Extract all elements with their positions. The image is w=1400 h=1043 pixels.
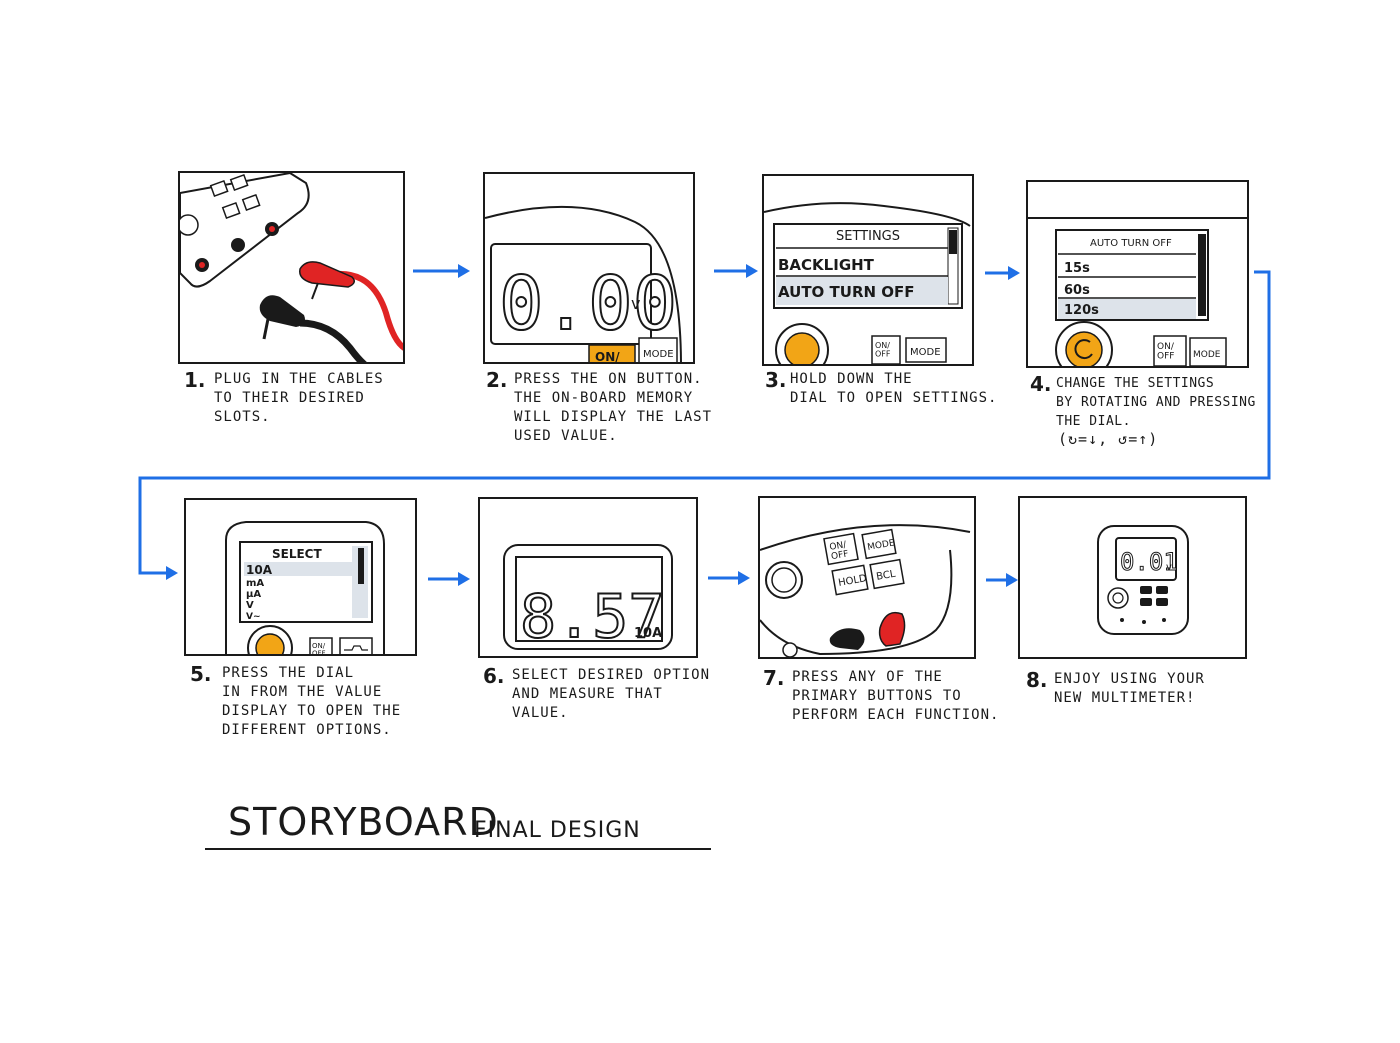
arrow-1-2 <box>413 264 470 278</box>
panel-8-drawing: 0.01 v <box>1097 525 1189 635</box>
waveform-icon <box>344 645 368 651</box>
option-60s[interactable]: 60s <box>1064 283 1090 298</box>
arrow-2-3 <box>714 264 758 278</box>
step-1-text: PLUG IN THE CABLES TO THEIR DESIRED SLOT… <box>214 371 384 425</box>
lcd-unit: v <box>631 294 640 313</box>
menu-item-backlight[interactable]: BACKLIGHT <box>778 256 875 274</box>
panel-4-drawing: AUTO TURN OFF 15s 60s 120s ON/OFF MODE <box>1028 217 1247 368</box>
step-4-number: 4. <box>1030 372 1052 396</box>
step-6-text: SELECT DESIRED OPTION AND MEASURE THAT V… <box>512 667 711 721</box>
on-off-label: ON/OFF <box>875 341 891 358</box>
step-7-number: 7. <box>763 666 785 690</box>
step-8-number: 8. <box>1026 668 1048 692</box>
red-probe <box>299 261 355 288</box>
panel-5-drawing: SELECT 10A mA µA V V~ ON/OFF <box>225 521 385 656</box>
lcd-unit: v <box>1166 562 1172 573</box>
panel-6: 8.57 10A <box>478 497 698 658</box>
on-off-button[interactable] <box>309 637 333 656</box>
port-icon <box>1120 618 1124 622</box>
scrollbar-thumb[interactable] <box>1198 234 1206 316</box>
panel-7: ON/OFF MODE HOLD BCL <box>758 496 976 659</box>
storyboard-title: STORYBOARD <box>228 800 499 844</box>
arrow-into-5 <box>166 566 178 580</box>
panel-2-drawing: 0.00 v ON/ MODE <box>485 205 682 364</box>
on-off-label: ON/OFF <box>1157 342 1175 361</box>
step-1-number: 1. <box>184 368 206 392</box>
panel-8: 0.01 v <box>1018 496 1247 659</box>
mode-button-label: MODE <box>643 349 674 360</box>
scrollbar-thumb[interactable] <box>949 230 957 254</box>
menu-title: SETTINGS <box>836 229 900 244</box>
red-probe <box>878 611 906 647</box>
step-3-number: 3. <box>765 368 787 392</box>
port-icon <box>1142 620 1146 624</box>
arrow-3-4 <box>985 266 1020 280</box>
panel-3: SETTINGS BACKLIGHT AUTO TURN OFF ON/OFF … <box>762 174 974 366</box>
hold-button-label: HOLD <box>837 573 867 589</box>
port-icon <box>782 642 798 657</box>
step-5-number: 5. <box>190 662 212 686</box>
option-v[interactable]: V <box>246 600 254 611</box>
step-3-text: HOLD DOWN THE DIAL TO OPEN SETTINGS. <box>790 371 998 406</box>
dial-knob[interactable] <box>255 633 285 656</box>
storyboard-subtitle: FINAL DESIGN <box>474 818 641 843</box>
button-icon <box>1140 586 1152 594</box>
step-2-number: 2. <box>486 368 508 392</box>
step-5-text: PRESS THE DIAL IN FROM THE VALUE DISPLAY… <box>222 665 402 738</box>
mode-button-label: MODE <box>910 347 941 358</box>
panel-1 <box>178 171 405 364</box>
lcd-reading: 8.57 <box>520 582 665 652</box>
title-underline <box>205 848 711 850</box>
step-4-text: CHANGE THE SETTINGS BY ROTATING AND PRES… <box>1056 376 1256 429</box>
mode-button-label: MODE <box>1193 350 1221 360</box>
lcd-reading: 0.00 <box>499 261 677 347</box>
step-8-text: ENJOY USING YOUR NEW MULTIMETER! <box>1054 671 1205 706</box>
mode-button[interactable] <box>339 637 373 656</box>
on-button-label: ON/ <box>595 350 620 364</box>
panel-2: 0.00 v ON/ MODE <box>483 172 695 364</box>
dial-icon <box>180 214 199 236</box>
option-v-ac[interactable]: V~ <box>246 612 261 622</box>
option-10a[interactable]: 10A <box>246 563 273 577</box>
arrow-6-7 <box>708 571 750 585</box>
lcd-unit: 10A <box>634 626 662 641</box>
arrow-7-8 <box>986 573 1018 587</box>
port-com-icon <box>231 238 245 252</box>
step-4-formula: (↻=↓, ↺=↑) <box>1058 430 1159 448</box>
menu-item-auto-turn-off[interactable]: AUTO TURN OFF <box>778 283 915 301</box>
scrollbar-thumb[interactable] <box>358 548 364 584</box>
option-15s[interactable]: 15s <box>1064 261 1090 276</box>
option-ua[interactable]: µA <box>246 589 261 600</box>
step-6-number: 6. <box>483 664 505 688</box>
dial-knob[interactable] <box>784 332 820 366</box>
arrow-5-6 <box>428 572 470 586</box>
port-icon <box>1162 618 1166 622</box>
option-120s[interactable]: 120s <box>1064 303 1099 318</box>
dial-knob[interactable] <box>1065 331 1103 368</box>
button-icon <box>1156 598 1168 606</box>
panel-7-drawing: ON/OFF MODE HOLD BCL <box>760 524 971 657</box>
black-probe <box>829 628 865 650</box>
menu-title: SELECT <box>272 547 322 561</box>
button-icon <box>1140 598 1152 606</box>
panel-5: SELECT 10A mA µA V V~ ON/OFF <box>184 498 417 656</box>
panel-6-drawing: 8.57 10A <box>503 544 673 653</box>
meter-buttons <box>209 173 261 219</box>
panel-3-drawing: SETTINGS BACKLIGHT AUTO TURN OFF ON/OFF … <box>764 202 971 366</box>
button-icon <box>1156 586 1168 594</box>
black-cable <box>299 319 367 362</box>
menu-title: AUTO TURN OFF <box>1090 238 1172 249</box>
step-2-text: PRESS THE ON BUTTON. THE ON-BOARD MEMORY… <box>514 371 713 444</box>
on-off-label: ON/OFF <box>312 642 326 656</box>
step-7-text: PRESS ANY OF THE PRIMARY BUTTONS TO PERF… <box>792 669 1000 723</box>
option-ma[interactable]: mA <box>246 578 264 589</box>
panel-1-drawing <box>180 173 403 362</box>
panel-4: AUTO TURN OFF 15s 60s 120s ON/OFF MODE <box>1026 180 1249 368</box>
